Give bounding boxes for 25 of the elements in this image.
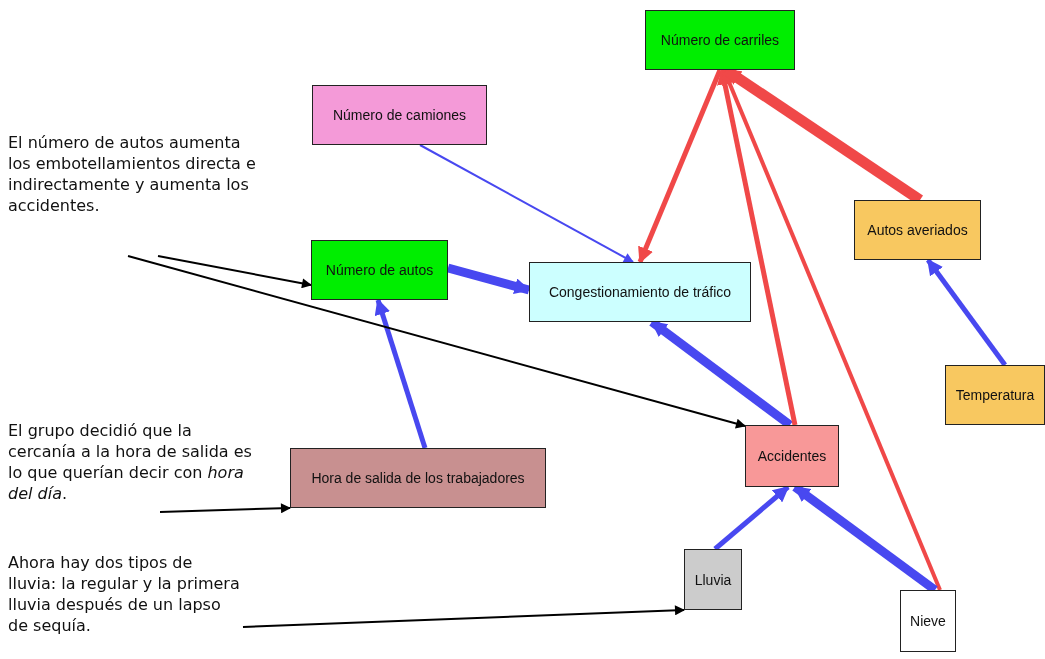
variable-box: Lluvia xyxy=(684,549,742,610)
variable-box: Número de camiones xyxy=(312,85,487,145)
arrow xyxy=(722,68,942,591)
pointer-arrow xyxy=(242,605,685,628)
variable-box: Autos averiados xyxy=(854,200,981,260)
pointer-arrow xyxy=(159,503,291,514)
arrow xyxy=(926,258,1007,367)
arrow xyxy=(419,144,634,263)
pointer-arrow xyxy=(157,255,312,289)
variable-box: Congestionamiento de tráfico xyxy=(529,262,751,322)
annotation-text: Ahora hay dos tipos de lluvia: la regular y la primera lluvia después de un lapso de sequía. xyxy=(8,552,243,652)
pointer-arrow xyxy=(127,255,746,429)
variable-box: Número de carriles xyxy=(645,10,795,70)
annotation-text: El número de autos aumenta los embotellamientos directa e indirectamente y aumenta los accidentes. xyxy=(8,132,263,256)
arrow xyxy=(637,69,723,264)
arrow xyxy=(374,298,428,449)
variable-box: Temperatura xyxy=(945,365,1045,425)
arrow xyxy=(717,68,798,426)
variable-box: Número de autos xyxy=(311,240,448,300)
variable-box: Accidentes xyxy=(745,425,839,487)
annotation-text: El grupo decidió que la cercanía a la hora de salida es lo que querían decir con hora del día. xyxy=(8,420,253,512)
variable-box: Hora de salida de los trabajadores xyxy=(290,448,546,508)
arrow xyxy=(713,485,790,551)
variable-box: Nieve xyxy=(900,590,956,652)
arrow xyxy=(446,263,531,295)
